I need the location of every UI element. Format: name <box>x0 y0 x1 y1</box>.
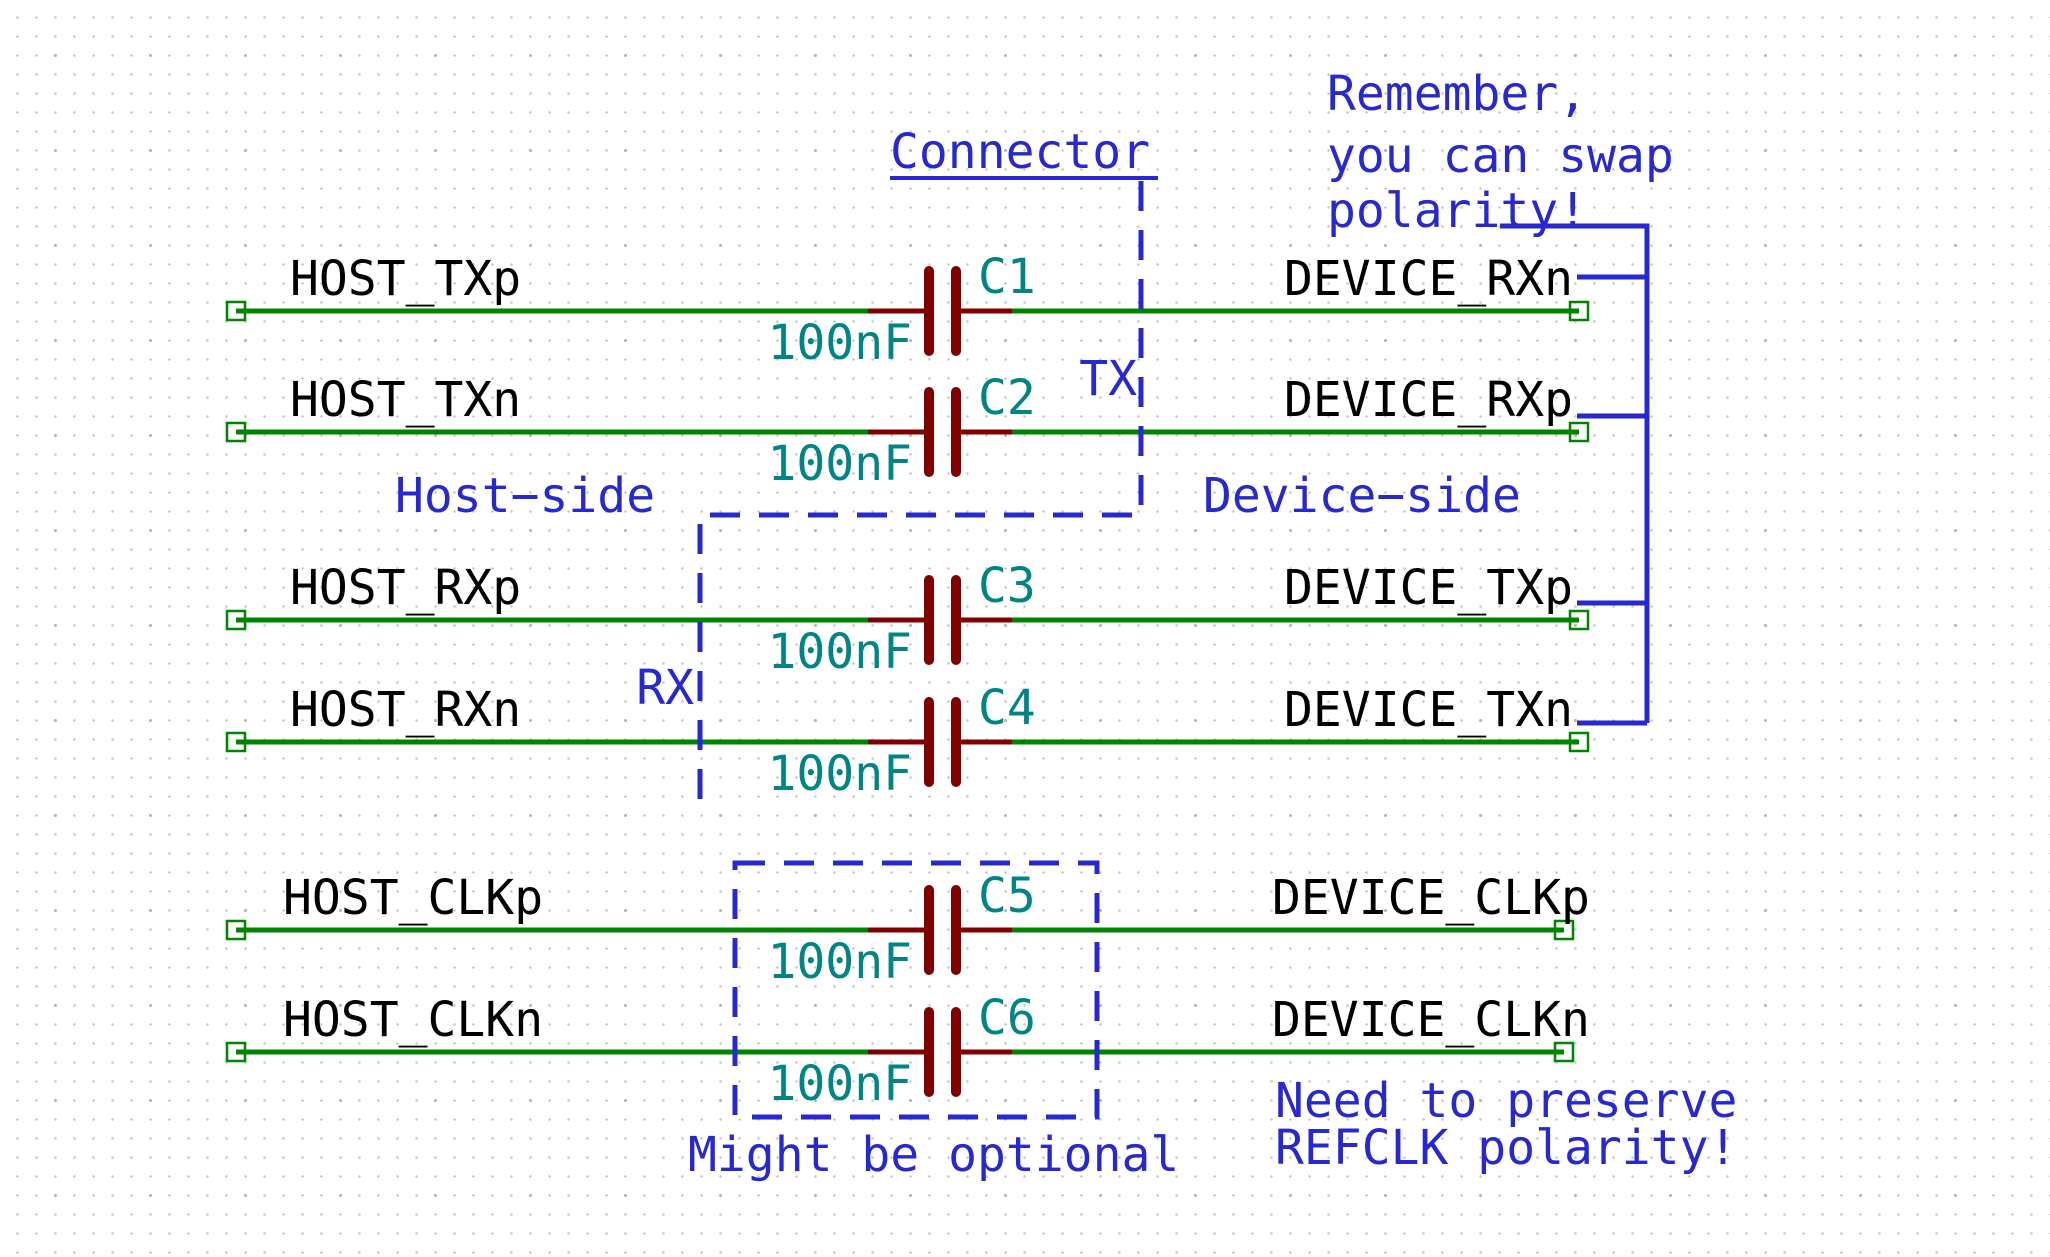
net-label-host-rxn[interactable]: HOST_RXn <box>290 682 521 738</box>
pin-square-right[interactable] <box>1568 421 1590 443</box>
capacitor-ref-c4[interactable]: C4 <box>978 680 1036 736</box>
device-side-label[interactable]: Device−side <box>1203 468 1521 524</box>
capacitor-plate-right <box>951 1007 961 1097</box>
capacitor-c5[interactable] <box>868 885 1012 975</box>
pin-square-left[interactable] <box>225 300 247 322</box>
capacitor-c4[interactable] <box>868 697 1012 787</box>
net-label-device-rxp[interactable]: DEVICE_RXp <box>1284 372 1573 428</box>
net-row-1: HOST_TXp DEVICE_RXn 100nF C1 <box>225 249 1590 371</box>
capacitor-plate-left <box>924 575 934 665</box>
capacitor-plate-left <box>924 266 934 356</box>
pin-square-right[interactable] <box>1568 609 1590 631</box>
note-swap-line3: polarity! <box>1327 183 1587 239</box>
note-swap-polarity[interactable]: Remember, you can swap polarity! <box>1327 66 1674 239</box>
capacitor-ref-c5[interactable]: C5 <box>978 868 1036 924</box>
net-label-device-rxn[interactable]: DEVICE_RXn <box>1284 251 1573 307</box>
optional-caps-dashed-box[interactable] <box>732 860 1100 1120</box>
net-label-device-txp[interactable]: DEVICE_TXp <box>1284 560 1573 616</box>
capacitor-plate-right <box>951 885 961 975</box>
capacitor-ref-c3[interactable]: C3 <box>978 558 1036 614</box>
capacitor-plate-right <box>951 266 961 356</box>
pin-square-right[interactable] <box>1568 300 1590 322</box>
connector-title[interactable]: Connector <box>890 124 1150 180</box>
capacitor-plate-left <box>924 387 934 477</box>
capacitor-value-c4[interactable]: 100nF <box>768 746 913 802</box>
note-refclk-polarity[interactable]: Need to preserve REFCLK polarity! <box>1275 1073 1737 1176</box>
pin-square-right[interactable] <box>1568 731 1590 753</box>
note-might-be-optional[interactable]: Might be optional <box>688 1127 1179 1183</box>
tx-pair-label[interactable]: TX <box>1079 351 1137 407</box>
net-label-device-txn[interactable]: DEVICE_TXn <box>1284 682 1573 738</box>
capacitor-plate-left <box>924 885 934 975</box>
capacitor-value-c5[interactable]: 100nF <box>768 934 913 990</box>
capacitor-value-c3[interactable]: 100nF <box>768 624 913 680</box>
capacitor-ref-c2[interactable]: C2 <box>978 370 1036 426</box>
pin-square-left[interactable] <box>225 421 247 443</box>
pin-square-right[interactable] <box>1553 1041 1575 1063</box>
rx-pair-label[interactable]: RX <box>636 660 694 716</box>
capacitor-c1[interactable] <box>868 266 1012 356</box>
capacitor-c6[interactable] <box>868 1007 1012 1097</box>
capacitor-value-c6[interactable]: 100nF <box>768 1056 913 1112</box>
pin-square-left[interactable] <box>225 731 247 753</box>
net-row-5: HOST_CLKp DEVICE_CLKp 100nF C5 <box>225 868 1590 990</box>
net-row-4: HOST_RXn DEVICE_TXn 100nF C4 <box>225 680 1590 802</box>
capacitor-c2[interactable] <box>868 387 1012 477</box>
capacitor-value-c1[interactable]: 100nF <box>768 315 913 371</box>
note-swap-line2: you can swap <box>1327 128 1674 184</box>
net-label-device-clkn[interactable]: DEVICE_CLKn <box>1272 992 1590 1048</box>
pin-square-left[interactable] <box>225 609 247 631</box>
net-label-host-clkn[interactable]: HOST_CLKn <box>283 992 543 1048</box>
capacitor-value-c2[interactable]: 100nF <box>768 436 913 492</box>
note-refclk-line1: Need to preserve <box>1275 1073 1737 1129</box>
net-row-6: HOST_CLKn DEVICE_CLKn 100nF C6 <box>225 990 1590 1112</box>
net-row-3: HOST_RXp DEVICE_TXp 100nF C3 <box>225 558 1590 680</box>
net-label-device-clkp[interactable]: DEVICE_CLKp <box>1272 870 1590 926</box>
note-refclk-line2: REFCLK polarity! <box>1275 1120 1737 1176</box>
capacitor-ref-c1[interactable]: C1 <box>978 249 1036 305</box>
net-label-host-txn[interactable]: HOST_TXn <box>290 372 521 428</box>
pin-square-left[interactable] <box>225 1041 247 1063</box>
pin-square-left[interactable] <box>225 919 247 941</box>
capacitor-plate-left <box>924 697 934 787</box>
swap-bracket-line[interactable] <box>1500 223 1650 723</box>
net-row-2: HOST_TXn DEVICE_RXp 100nF C2 <box>225 370 1590 492</box>
net-label-host-txp[interactable]: HOST_TXp <box>290 251 521 307</box>
net-label-host-rxp[interactable]: HOST_RXp <box>290 560 521 616</box>
note-swap-line1: Remember, <box>1327 66 1587 122</box>
capacitor-plate-right <box>951 697 961 787</box>
annotations: Connector TX RX Host−side Device−side Re… <box>395 66 1737 1183</box>
capacitor-plate-right <box>951 575 961 665</box>
connector-boundary-dashed-line[interactable] <box>697 181 1144 812</box>
net-label-host-clkp[interactable]: HOST_CLKp <box>283 870 543 926</box>
capacitor-plate-right <box>951 387 961 477</box>
capacitor-ref-c6[interactable]: C6 <box>978 990 1036 1046</box>
pin-square-right[interactable] <box>1553 919 1575 941</box>
host-side-label[interactable]: Host−side <box>395 468 655 524</box>
capacitor-plate-left <box>924 1007 934 1097</box>
capacitor-c3[interactable] <box>868 575 1012 665</box>
